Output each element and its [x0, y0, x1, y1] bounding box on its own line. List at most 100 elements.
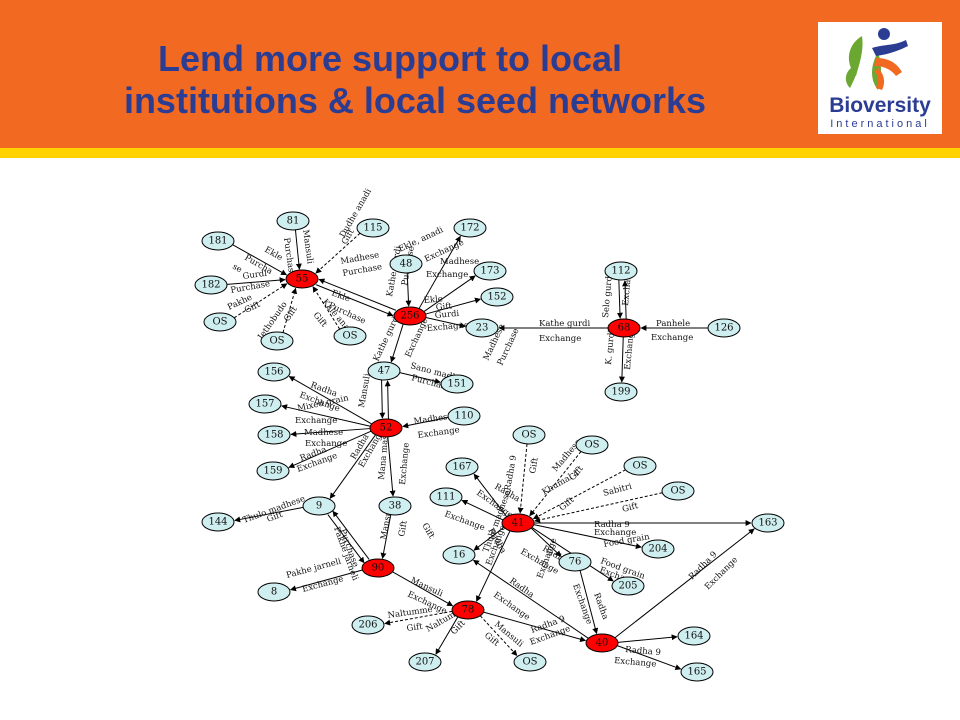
node-label-n172: 172 [460, 223, 479, 234]
edge-label-e27: Gift [435, 302, 452, 313]
edge-label-e9: Purchase [230, 279, 271, 296]
edge-n52-n38 [387, 436, 396, 497]
edge-label-e87: Gift [419, 522, 436, 541]
node-shape-n38 [378, 496, 412, 516]
node-shape-n167 [445, 457, 479, 477]
node-shape-n111 [429, 487, 463, 507]
node-shape-n55 [285, 269, 319, 289]
node-label-n115: 115 [363, 223, 382, 234]
node-shape-n204 [641, 539, 675, 559]
edge-label-e44: Mansuli [357, 373, 373, 409]
edge-n78-nOS8 [479, 615, 518, 657]
node-shape-n48 [389, 254, 423, 274]
edge-n47-n52 [379, 380, 386, 419]
node-shape-n9 [302, 496, 336, 516]
node-label-n157: 157 [255, 399, 274, 410]
node-nOS1: OS [203, 312, 237, 332]
node-shape-n110 [447, 406, 481, 426]
edge-label-e106: Radha 9 [625, 645, 662, 658]
edge-label-e43: Exchange [651, 333, 693, 343]
edge-label-e49: Madhese [304, 428, 343, 438]
node-shape-nOS1 [203, 312, 237, 332]
slide-title: Lend more support to local institutions … [0, 38, 780, 122]
node-n158: 158 [257, 425, 291, 445]
node-n38: 38 [378, 496, 412, 516]
edge-n256-n47 [390, 323, 404, 363]
edge-label-e54: Exchange [417, 425, 460, 441]
node-label-n16: 16 [453, 550, 466, 561]
node-n156: 156 [257, 362, 291, 382]
node-shape-n172 [453, 218, 487, 238]
edge-label-e70: Gift [406, 622, 424, 634]
node-shape-n156 [257, 362, 291, 382]
edge-label-e40: K. gurdi [604, 329, 617, 365]
node-n172: 172 [453, 218, 487, 238]
node-n207: 207 [408, 652, 442, 672]
node-shape-n165 [680, 662, 714, 682]
node-nOS2: OS [260, 331, 294, 351]
edge-label-e17: Gift [311, 311, 329, 330]
edge-label-e7: se [231, 262, 244, 275]
edge-label-e48: Exchange [295, 416, 337, 426]
node-n90: 90 [361, 558, 395, 578]
edge-n256-n173 [423, 275, 476, 312]
edge-n9-n90 [327, 514, 365, 564]
node-nOS3: OS [333, 326, 367, 346]
node-label-n173: 173 [480, 266, 499, 277]
edge-label-e66: Exchange [301, 574, 344, 595]
logo-subtitle: International [830, 118, 930, 130]
node-shape-n68 [607, 318, 641, 338]
node-n157: 157 [248, 394, 282, 414]
node-label-n151: 151 [447, 379, 466, 390]
edge-n256-n172 [418, 235, 461, 309]
node-label-n40: 40 [596, 638, 609, 649]
node-shape-n159 [256, 461, 290, 481]
node-n40: 40 [585, 633, 619, 653]
edge-n52-n9 [329, 434, 376, 499]
edge-n78-n207 [435, 616, 459, 655]
edge-n76-n40 [579, 570, 599, 635]
edge-label-e74: Gift [482, 631, 501, 649]
node-label-n48: 48 [400, 259, 413, 270]
edge-n40-n16 [472, 559, 589, 639]
node-shape-n126 [707, 318, 741, 338]
node-label-n68: 68 [618, 323, 631, 334]
node-n68: 68 [607, 318, 641, 338]
edge-n181-n55 [232, 244, 288, 276]
node-label-n144: 144 [208, 517, 227, 528]
node-nOS4: OS [512, 425, 546, 445]
node-n112: 112 [604, 261, 638, 281]
node-n167: 167 [445, 457, 479, 477]
node-n8: 8 [257, 582, 291, 602]
node-label-n199: 199 [611, 387, 630, 398]
node-label-n204: 204 [648, 544, 667, 555]
edge-n256-n152 [425, 297, 481, 315]
node-n76: 76 [558, 552, 592, 572]
node-shape-n163 [751, 513, 785, 533]
edge-n38-n90 [380, 514, 392, 559]
node-n41: 41 [501, 513, 535, 533]
node-label-nOS4: OS [521, 430, 536, 441]
node-shape-n256 [393, 306, 427, 326]
node-label-nOS1: OS [212, 317, 227, 328]
node-n151: 151 [440, 374, 474, 394]
node-label-nOS3: OS [342, 331, 357, 342]
edge-label-e58: Exchange [398, 442, 412, 485]
node-n81: 81 [276, 211, 310, 231]
edge-n90-n78 [392, 571, 454, 607]
node-label-n205: 205 [618, 581, 637, 592]
node-shape-n164 [677, 626, 711, 646]
node-label-n81: 81 [287, 216, 300, 227]
node-label-n78: 78 [462, 605, 475, 616]
edge-label-e34: Kathe gurdi [539, 319, 590, 329]
node-shape-nOS2 [260, 331, 294, 351]
node-label-n126: 126 [714, 323, 733, 334]
node-label-n9: 9 [316, 501, 322, 512]
node-shape-n173 [473, 261, 507, 281]
edge-label-e38: Selo gurdi [601, 273, 615, 319]
bioversity-logo: Bioversity International [818, 22, 942, 134]
node-shape-n205 [611, 576, 645, 596]
node-shape-n52 [369, 418, 403, 438]
node-n78: 78 [451, 600, 485, 620]
